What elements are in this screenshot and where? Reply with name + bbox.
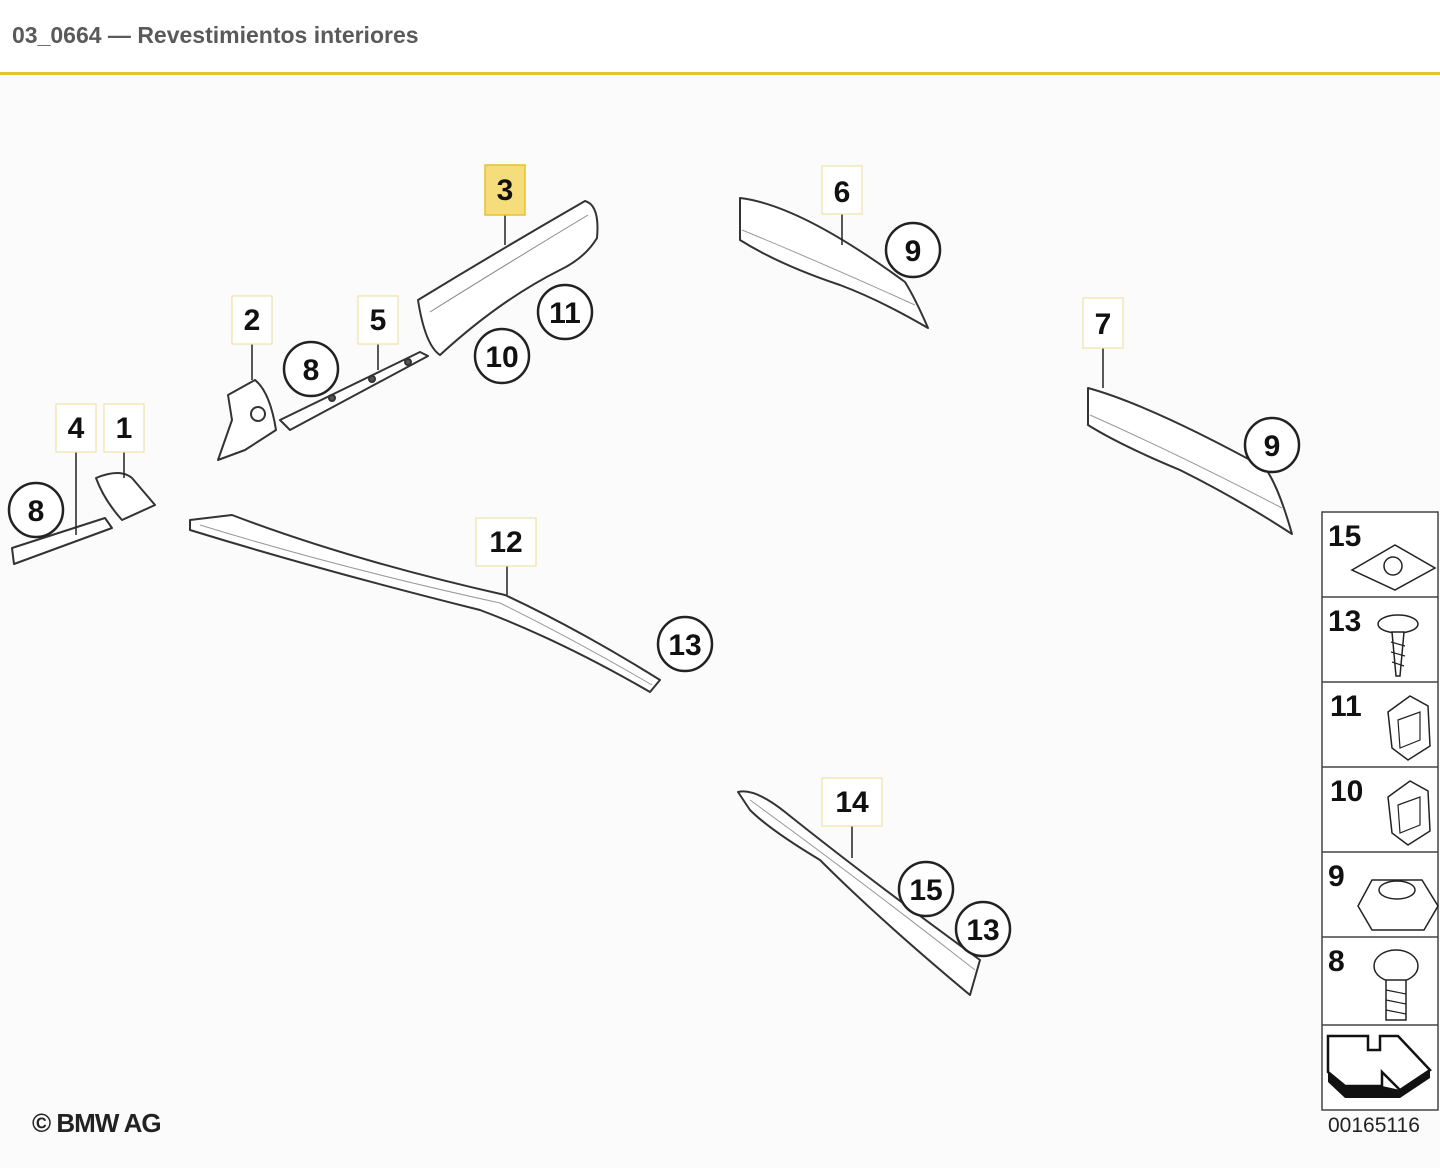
part-6-drawing[interactable] bbox=[739, 197, 929, 329]
svg-text:11: 11 bbox=[1330, 690, 1362, 723]
svg-text:6: 6 bbox=[834, 176, 851, 209]
svg-text:8: 8 bbox=[303, 354, 320, 387]
direction-arrow-icon bbox=[1326, 1034, 1432, 1098]
part-4-drawing[interactable] bbox=[11, 517, 113, 565]
svg-text:5: 5 bbox=[370, 304, 387, 337]
svg-text:2: 2 bbox=[244, 304, 261, 337]
callout-part-14[interactable]: 14 bbox=[835, 786, 869, 819]
callout-part-13-middle[interactable]: 13 bbox=[668, 629, 701, 662]
part-7-drawing[interactable] bbox=[1087, 387, 1293, 535]
part-14-drawing[interactable] bbox=[737, 790, 981, 996]
callout-part-1[interactable]: 1 bbox=[116, 412, 133, 445]
copyright-notice: © BMW AG bbox=[32, 1108, 162, 1138]
legend-part-8[interactable]: 8 bbox=[1328, 945, 1419, 1021]
part-5-drawing[interactable] bbox=[279, 351, 429, 431]
svg-text:3: 3 bbox=[497, 174, 514, 207]
svg-text:9: 9 bbox=[1328, 860, 1345, 893]
legend-part-9[interactable]: 9 bbox=[1328, 860, 1439, 931]
svg-text:1: 1 bbox=[116, 412, 133, 445]
legend-part-13[interactable]: 13 bbox=[1328, 605, 1419, 677]
callout-part-2[interactable]: 2 bbox=[244, 304, 261, 337]
callout-part-9-upper[interactable]: 9 bbox=[905, 235, 922, 268]
svg-text:12: 12 bbox=[489, 526, 522, 559]
callout-part-4[interactable]: 4 bbox=[68, 412, 85, 445]
svg-text:9: 9 bbox=[905, 235, 922, 268]
svg-text:13: 13 bbox=[966, 914, 999, 947]
svg-text:13: 13 bbox=[668, 629, 701, 662]
svg-text:15: 15 bbox=[909, 874, 942, 907]
callout-part-10[interactable]: 10 bbox=[485, 341, 518, 374]
callout-part-7[interactable]: 7 bbox=[1095, 308, 1112, 341]
legend-part-10[interactable]: 10 bbox=[1330, 775, 1431, 846]
callout-part-8-left[interactable]: 8 bbox=[28, 495, 45, 528]
svg-text:8: 8 bbox=[1328, 945, 1345, 978]
svg-text:10: 10 bbox=[1330, 775, 1363, 808]
callout-part-8-upper[interactable]: 8 bbox=[303, 354, 320, 387]
drawing-number: 00165116 bbox=[1328, 1114, 1420, 1137]
part-2-drawing[interactable] bbox=[217, 379, 277, 461]
callout-part-12[interactable]: 12 bbox=[489, 526, 522, 559]
parts-diagram bbox=[0, 75, 1440, 1168]
part-3-drawing[interactable] bbox=[417, 200, 599, 356]
svg-text:13: 13 bbox=[1328, 605, 1361, 638]
svg-text:9: 9 bbox=[1264, 430, 1281, 463]
svg-text:7: 7 bbox=[1095, 308, 1112, 341]
legend-part-11[interactable]: 11 bbox=[1330, 690, 1431, 761]
callout-part-3[interactable]: 3 bbox=[484, 164, 526, 216]
part-1-drawing[interactable] bbox=[95, 472, 156, 521]
callout-part-15[interactable]: 15 bbox=[909, 874, 942, 907]
svg-text:10: 10 bbox=[485, 341, 518, 374]
svg-text:11: 11 bbox=[549, 297, 581, 330]
callout-part-13-lower[interactable]: 13 bbox=[966, 914, 999, 947]
callout-part-11[interactable]: 11 bbox=[549, 297, 581, 330]
page-header: 03_0664 — Revestimientos interiores bbox=[0, 0, 1440, 75]
callout-part-6[interactable]: 6 bbox=[834, 176, 851, 209]
callout-part-5[interactable]: 5 bbox=[370, 304, 387, 337]
svg-text:4: 4 bbox=[68, 412, 85, 445]
callout-part-9-right[interactable]: 9 bbox=[1264, 430, 1281, 463]
page-title: 03_0664 — Revestimientos interiores bbox=[12, 22, 419, 48]
part-12-drawing[interactable] bbox=[189, 514, 661, 693]
svg-text:14: 14 bbox=[835, 786, 869, 819]
svg-text:8: 8 bbox=[28, 495, 45, 528]
svg-text:15: 15 bbox=[1328, 520, 1361, 553]
legend-part-15[interactable]: 15 bbox=[1328, 520, 1437, 591]
